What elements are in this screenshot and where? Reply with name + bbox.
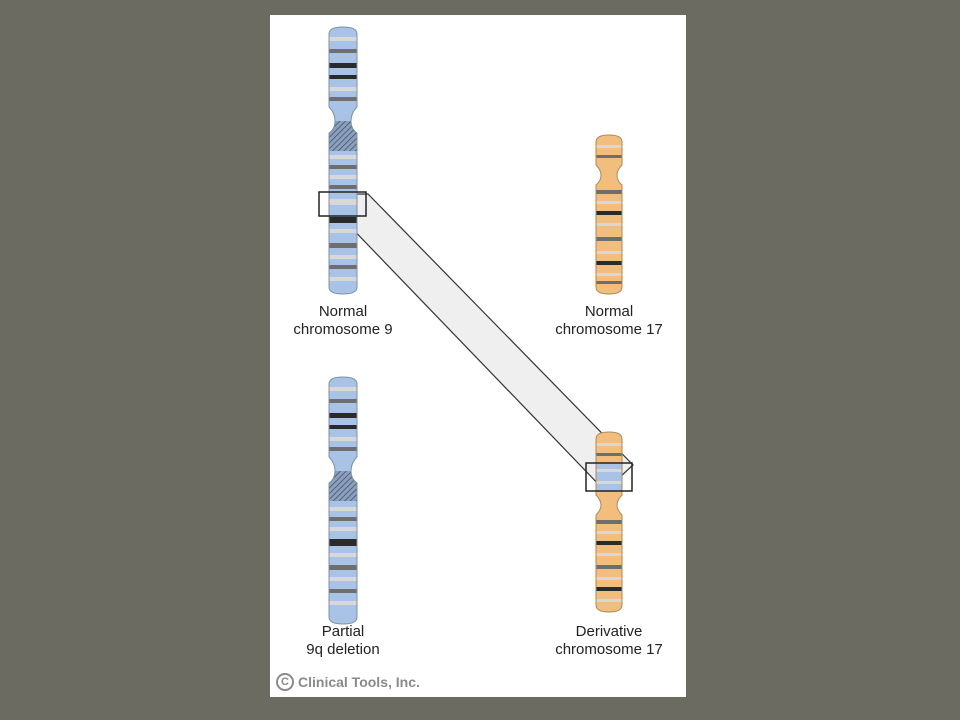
translocation-connector [342,193,634,492]
chromosome-9-normal [329,27,357,294]
chromosome-9-partial-deletion [329,377,357,624]
copyright-text: Clinical Tools, Inc. [298,674,420,690]
chromosome-translocation-diagram [318,26,634,625]
chr9-highlight-box [318,191,367,217]
chr17-insertion-box [585,462,633,492]
label-line2: chromosome 17 [555,641,663,658]
label-line1: Normal [318,303,368,320]
label-line1: Derivative [575,623,643,640]
label-line2: 9q deletion [306,641,380,658]
label-line1: Normal [584,303,634,320]
label-line1: Partial [321,623,365,640]
copyright-symbol-icon: C [276,673,294,691]
label-normal-chromosome-17: Normal chromosome 17 [519,303,699,339]
label-normal-chromosome-9: Normal chromosome 9 [253,303,433,339]
copyright-notice: C Clinical Tools, Inc. [276,673,420,691]
label-partial-9q-deletion: Partial 9q deletion [253,623,433,659]
label-line2: chromosome 9 [293,321,393,338]
chromosome-17-derivative [596,432,622,612]
diagram-panel: Normal chromosome 9 Normal chromosome 17… [270,15,686,697]
label-line2: chromosome 17 [555,321,663,338]
label-derivative-chromosome-17: Derivative chromosome 17 [519,623,699,659]
chromosome-17-normal [596,135,622,294]
